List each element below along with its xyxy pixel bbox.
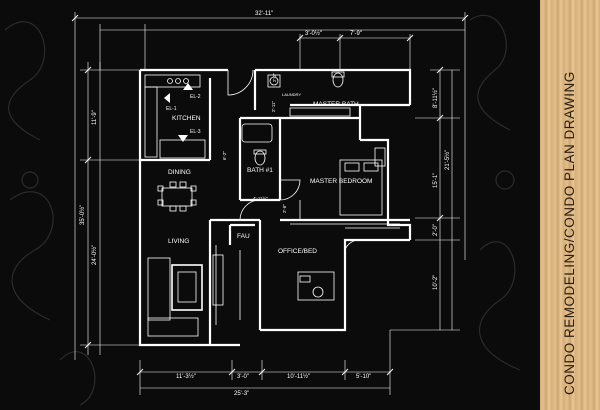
dim-right-d: 2'-0" bbox=[433, 224, 439, 236]
dim-bottom-overall: 25'-3" bbox=[234, 391, 249, 397]
room-label-dining: DINING bbox=[168, 169, 191, 176]
elevation-tag-el1: EL-1 bbox=[166, 106, 177, 112]
dim-inner-a: 2'-2" bbox=[272, 73, 277, 82]
dim-left-a: 11'-9" bbox=[92, 110, 98, 125]
dim-inner-c: 4'-11½" bbox=[253, 195, 268, 201]
toilet bbox=[332, 72, 344, 88]
room-label-office-bed: OFFICE/BED bbox=[278, 248, 317, 255]
dim-right-c: 15'-1" bbox=[433, 173, 439, 188]
elevation-tag-el2: EL-2 bbox=[190, 94, 201, 100]
dining-table bbox=[161, 187, 193, 207]
media-cabinet bbox=[212, 254, 224, 306]
dim-inner-d: 2'-6" bbox=[282, 204, 287, 213]
elevation-tags: EL-1 EL-2 EL-3 bbox=[164, 83, 201, 142]
dim-right-e: 10'-2" bbox=[433, 275, 439, 290]
dim-bottom-c: 10'-11½" bbox=[287, 373, 310, 380]
dim-left-b: 24'-0½" bbox=[91, 245, 98, 265]
room-labels: KITCHEN DINING LIVING MASTER BATH BATH #… bbox=[168, 92, 372, 255]
bed bbox=[339, 159, 383, 216]
dim-top-a: 3'-0½" bbox=[305, 30, 322, 37]
kitchen-counter-side bbox=[144, 86, 158, 158]
dimension-labels: 32'-11" 3'-0½" 7'-9" 11'-9" 35'-0½" 24'-… bbox=[79, 11, 451, 397]
room-label-kitchen: KITCHEN bbox=[172, 115, 201, 122]
sofa bbox=[147, 257, 171, 321]
dim-top-b: 7'-9" bbox=[350, 31, 362, 37]
dim-top-overall: 32'-11" bbox=[255, 11, 273, 17]
kitchen-island bbox=[159, 139, 206, 159]
dim-bottom-b: 3'-0" bbox=[237, 374, 249, 380]
walls bbox=[138, 68, 412, 347]
dim-left-overall: 35'-0½" bbox=[79, 205, 86, 225]
room-label-master-bedroom: MASTER BEDROOM bbox=[310, 178, 372, 185]
area-rug bbox=[171, 264, 203, 311]
elevation-tag-el3: EL-3 bbox=[190, 129, 201, 135]
door-swings bbox=[227, 69, 361, 251]
decorative-filigree bbox=[4, 14, 521, 406]
room-label-living: LIVING bbox=[168, 238, 189, 245]
stove-burner bbox=[167, 78, 173, 84]
dimension-lines bbox=[74, 12, 466, 395]
stove-burner bbox=[183, 78, 189, 84]
room-label-bath1: BATH #1 bbox=[247, 167, 273, 174]
bathtub bbox=[241, 123, 273, 143]
dim-right-a: 8'-11½" bbox=[432, 88, 439, 108]
stove-burner bbox=[175, 78, 181, 84]
office-desk bbox=[297, 271, 335, 301]
dresser bbox=[374, 147, 386, 167]
room-label-fau: FAU bbox=[237, 233, 250, 240]
toilet bbox=[254, 150, 266, 166]
elevation-arrow-icon bbox=[183, 83, 193, 90]
wood-banner bbox=[540, 0, 600, 410]
dim-bottom-d: 5'-10" bbox=[356, 374, 371, 380]
fixtures bbox=[144, 71, 400, 337]
dim-inner-b: 2'-11" bbox=[271, 100, 276, 112]
room-label-master-bath: MASTER BATH bbox=[313, 101, 359, 108]
dim-bottom-a: 11'-3½" bbox=[176, 373, 196, 380]
dim-inner-e: 6'-2" bbox=[222, 151, 227, 160]
room-label-laundry: LAUNDRY bbox=[282, 92, 301, 97]
office-chair bbox=[312, 286, 324, 298]
dimension-ticks bbox=[71, 14, 469, 376]
elevation-arrow-icon bbox=[178, 135, 188, 142]
elevation-arrow-icon bbox=[164, 93, 170, 103]
washer bbox=[267, 74, 281, 88]
banner-title: CONDO REMODELING/CONDO PLAN DRAWING bbox=[562, 71, 577, 395]
dim-right-b: 21'-5½" bbox=[444, 150, 451, 170]
kitchen-counter bbox=[144, 74, 201, 88]
vanity bbox=[289, 107, 351, 117]
